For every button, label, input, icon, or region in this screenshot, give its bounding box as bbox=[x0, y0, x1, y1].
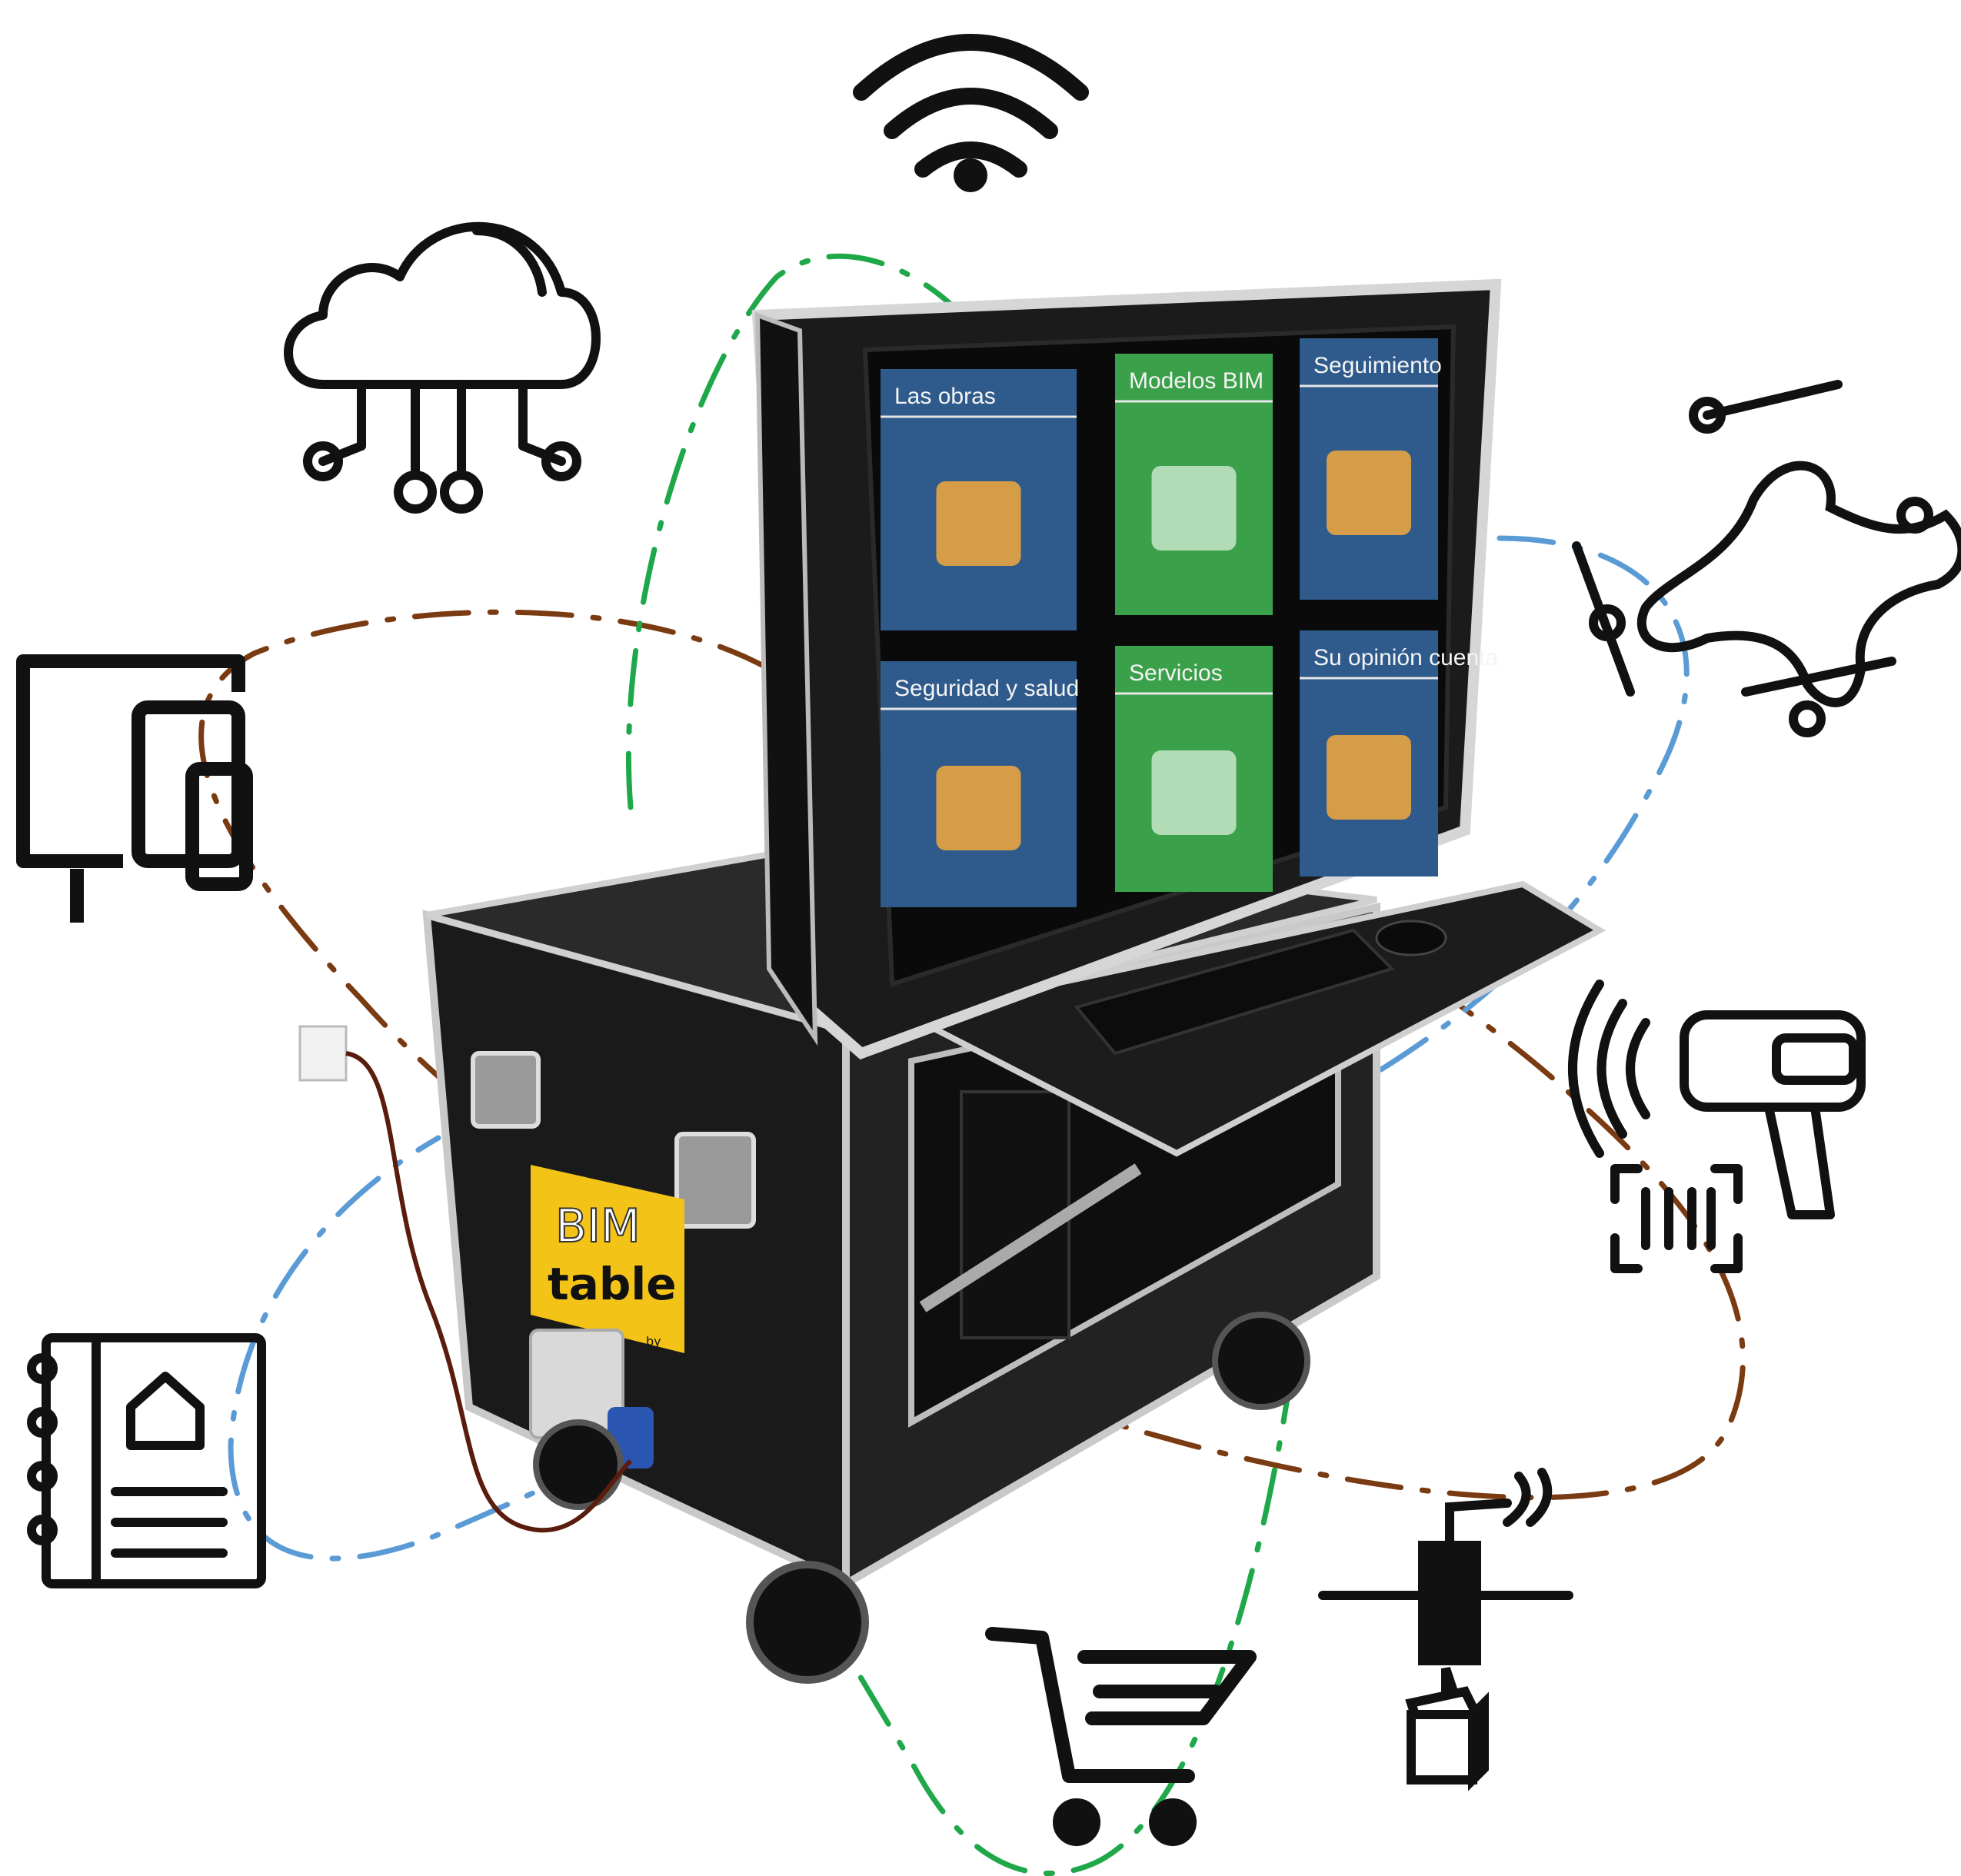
lid-side bbox=[754, 311, 818, 1046]
tile-label: Seguridad y salud bbox=[894, 676, 1079, 701]
keyboard bbox=[1074, 928, 1395, 1056]
people-chat-icon bbox=[1327, 735, 1411, 820]
cube-network-icon bbox=[1151, 466, 1237, 550]
wifi-icon bbox=[853, 34, 1089, 192]
tile-su-opini-n-cuenta[interactable]: Su opinión cuenta bbox=[1300, 630, 1499, 876]
logo-line1: BIM bbox=[555, 1199, 641, 1253]
screen-icon bbox=[1327, 451, 1411, 535]
tile-seguimiento[interactable]: Seguimiento bbox=[1300, 338, 1442, 600]
orbit-lines bbox=[198, 253, 1746, 1876]
tile-label: Su opinión cuenta bbox=[1313, 645, 1499, 670]
wheel-front-right bbox=[746, 1561, 869, 1684]
orbit-blue bbox=[228, 535, 1690, 1562]
barcode-scanner-icon bbox=[1568, 980, 1866, 1273]
wheel-front-left bbox=[533, 1419, 624, 1510]
wall-outlet bbox=[298, 1025, 348, 1082]
tile-label: Seguimiento bbox=[1313, 353, 1442, 378]
keyboard-support-arm bbox=[919, 1163, 1142, 1312]
case-handle-left bbox=[471, 1051, 541, 1129]
crane-icon bbox=[936, 481, 1021, 566]
tile-label: Modelos BIM bbox=[1129, 368, 1263, 394]
manual-book-icon bbox=[27, 1333, 266, 1588]
orbit-green bbox=[626, 253, 1295, 1876]
devices-icon bbox=[16, 654, 253, 923]
parachute-icon bbox=[1151, 750, 1237, 835]
tile-label: Las obras bbox=[894, 384, 996, 409]
tile-servicios[interactable]: Servicios bbox=[1115, 646, 1273, 892]
power-cable bbox=[345, 1051, 633, 1533]
logo-byline: by bbox=[646, 1334, 661, 1349]
vest-icon bbox=[936, 766, 1021, 850]
drone-icon bbox=[1572, 380, 1961, 737]
bim-table-cart: BIM table by Las obras Modelos BIM Seguimi… bbox=[298, 278, 1606, 1684]
mouse bbox=[1375, 920, 1447, 956]
orbit-brown bbox=[198, 609, 1746, 1501]
shopping-cart-icon bbox=[985, 1627, 1257, 1846]
bim-table-logo: BIM table by bbox=[531, 1165, 684, 1353]
tile-seguridad-y-salud[interactable]: Seguridad y salud bbox=[881, 661, 1079, 907]
case-handle-right bbox=[674, 1132, 756, 1229]
tile-grid: Las obras Modelos BIM SeguimientoSeguridad… bbox=[881, 338, 1499, 907]
tile-label: Servicios bbox=[1129, 660, 1223, 686]
3d-printer-icon bbox=[1318, 1468, 1573, 1791]
tile-las-obras[interactable]: Las obras bbox=[881, 369, 1077, 630]
logo-line2: table bbox=[548, 1258, 677, 1310]
pc-tower bbox=[960, 1090, 1070, 1339]
cloud-network-icon bbox=[284, 221, 601, 514]
tile-modelos-bim[interactable]: Modelos BIM bbox=[1115, 354, 1273, 615]
wheel-back-right bbox=[1212, 1312, 1310, 1410]
